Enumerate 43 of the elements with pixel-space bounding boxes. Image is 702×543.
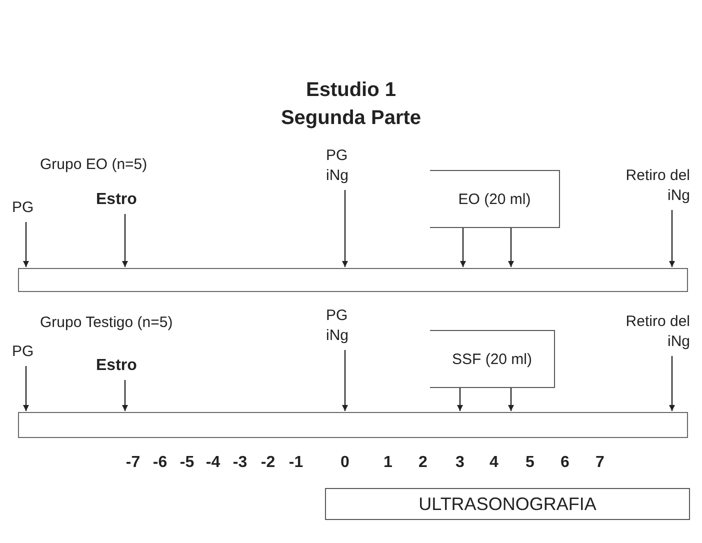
arrow <box>122 214 128 267</box>
group-label: Grupo EO (n=5) <box>40 156 148 173</box>
arrow <box>23 222 29 267</box>
arrow <box>669 356 675 411</box>
event-label: Retiro del iNg <box>600 312 690 352</box>
title: Estudio 1 Segunda Parte <box>280 78 422 131</box>
arrow <box>342 350 348 411</box>
group-label: Grupo Testigo (n=5) <box>40 314 173 331</box>
arrow <box>669 210 675 267</box>
arrow <box>342 190 348 267</box>
arrow <box>457 388 463 411</box>
event-label: Estro <box>96 190 156 210</box>
timeline-bar <box>18 268 688 292</box>
tick-label: 1 <box>382 454 394 472</box>
event-label: Estro <box>96 356 156 376</box>
tick-label: -6 <box>152 454 168 472</box>
arrow <box>23 366 29 411</box>
tick-label: -4 <box>204 454 222 472</box>
tick-label: -1 <box>288 454 304 472</box>
event-label: PG <box>12 342 42 362</box>
period-box: ULTRASONOGRAFIA <box>325 488 690 520</box>
event-label: PG <box>12 198 42 218</box>
timeline-bar <box>18 412 688 438</box>
treatment-box: EO (20 ml) <box>430 170 560 228</box>
arrow <box>122 380 128 411</box>
event-label: Retiro del iNg <box>600 166 690 206</box>
tick-label: 2 <box>418 454 428 472</box>
treatment-box: SSF (20 ml) <box>430 330 555 388</box>
tick-label: -2 <box>260 454 276 472</box>
tick-label: -7 <box>124 454 142 472</box>
tick-label: -5 <box>178 454 196 472</box>
tick-label: 4 <box>488 454 500 472</box>
arrow <box>460 228 466 267</box>
tick-label: 0 <box>340 454 350 472</box>
tick-label: 7 <box>594 454 606 472</box>
tick-label: 3 <box>454 454 466 472</box>
arrow <box>508 388 514 411</box>
arrow <box>508 228 514 267</box>
tick-label: -3 <box>232 454 248 472</box>
tick-label: 5 <box>524 454 536 472</box>
event-label: PG iNg <box>326 146 366 186</box>
tick-label: 6 <box>560 454 570 472</box>
event-label: PG iNg <box>326 306 366 346</box>
